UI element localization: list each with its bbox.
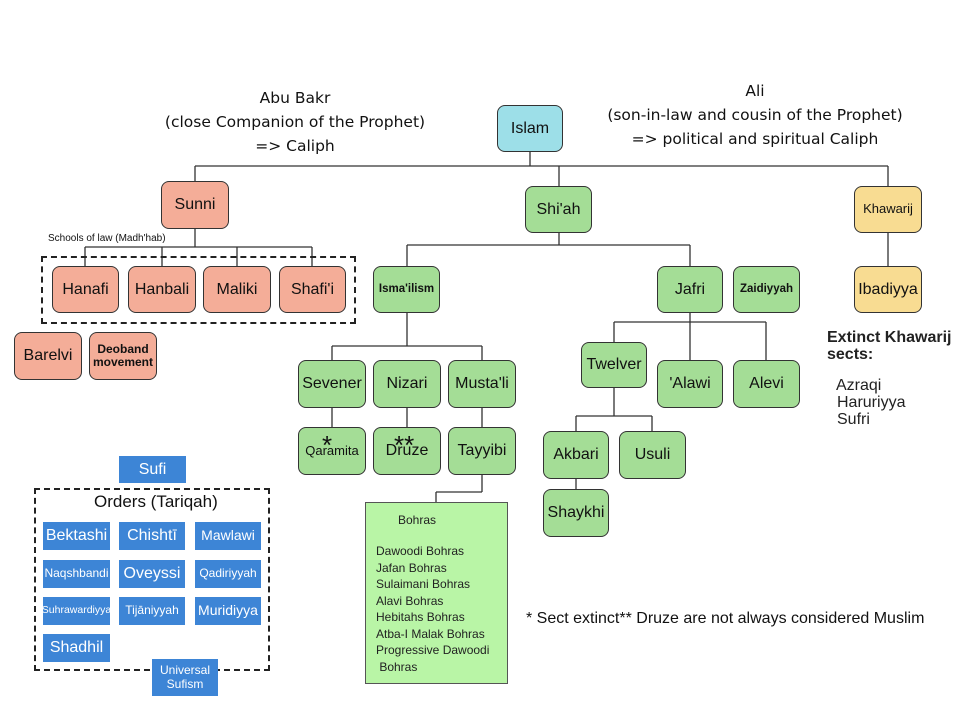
caption-abu-bakr-title: => Caliph	[255, 137, 335, 155]
order-bektashi: Bektashi	[43, 522, 110, 550]
order-mawlawi: Mawlawi	[195, 522, 261, 550]
caption-ali-name: Ali	[745, 82, 765, 100]
bohras-item: Progressive Dawoodi	[376, 643, 490, 657]
caption-abu-bakr: Abu Bakr (close Companion of the Prophet…	[120, 86, 470, 158]
caption-abu-bakr-role: (close Companion of the Prophet)	[164, 113, 426, 131]
extinct-marker: *	[322, 430, 333, 460]
orders-label: Orders (Tariqah)	[94, 492, 218, 511]
node-ibadiyya: Ibadiyya	[854, 266, 922, 313]
node-hanafi: Hanafi	[52, 266, 119, 313]
caption-ali: Ali (son-in-law and cousin of the Prophe…	[555, 79, 955, 151]
order-naqshbandi: Naqshbandi	[43, 560, 110, 588]
node-universal-sufism: Universal Sufism	[152, 659, 218, 696]
extinct-khawarij-title-line: sects:	[827, 345, 874, 363]
bohras-box: Bohras Dawoodi Bohras Jafan Bohras Sulai…	[365, 502, 508, 684]
node-hanbali: Hanbali	[128, 266, 196, 313]
node-twelver: Twelver	[581, 342, 647, 388]
schools-dashed-box	[41, 256, 356, 324]
extinct-sect: Haruriyya	[837, 393, 906, 411]
order-tijaniyyah: Tijāniyyah	[119, 597, 185, 625]
node-shaykhi: Shaykhi	[543, 489, 609, 537]
extinct-khawarij-title-line: Extinct Khawarij	[827, 329, 952, 346]
order-muridiyya: Muridiyya	[195, 597, 261, 625]
node-sunni: Sunni	[161, 181, 229, 229]
extinct-khawarij-list: Azraqi Haruriyya Sufri	[836, 377, 906, 428]
order-chishti: Chishtī	[119, 522, 185, 550]
node-islam: Islam	[497, 105, 563, 152]
bohras-item: Jafan Bohras	[376, 560, 447, 575]
node-akbari: Akbari	[543, 431, 609, 479]
node-maliki: Maliki	[203, 266, 271, 313]
node-khawarij: Khawarij	[854, 186, 922, 233]
order-suhrawardiyya: Suhrawardiyya	[42, 597, 111, 625]
node-shiah: Shi'ah	[525, 186, 592, 233]
node-tayyibi: Tayyibi	[448, 427, 516, 475]
node-jafri: Jafri	[657, 266, 723, 313]
node-alawi: 'Alawi	[657, 360, 723, 408]
bohras-item: Atba-I Malak Bohras	[376, 626, 485, 641]
node-barelvi: Barelvi	[14, 332, 82, 380]
node-zaidiyyah: Zaidiyyah	[733, 266, 800, 313]
caption-ali-title: => political and spiritual Caliph	[631, 130, 879, 148]
bohras-title: Bohras	[398, 513, 437, 527]
bohras-item: Sulaimani Bohras	[376, 577, 471, 591]
node-qaramita: Qaramita	[298, 427, 366, 475]
node-alevi: Alevi	[733, 360, 800, 408]
bohras-item: Dawoodi Bohras	[376, 544, 465, 558]
order-oveyssi: Oveyssi	[119, 560, 185, 588]
schools-of-law-label: Schools of law (Madh'hab)	[48, 233, 169, 245]
extinct-khawarij-title: Extinct Khawarij sects:	[827, 329, 952, 364]
caption-abu-bakr-name: Abu Bakr	[259, 89, 331, 107]
node-deoband: Deoband movement	[89, 332, 157, 380]
node-druze: Druze	[373, 427, 441, 475]
node-nizari: Nizari	[373, 360, 441, 408]
footnote: * Sect extinct** Druze are not always co…	[526, 610, 925, 627]
node-shafii: Shafi'i	[279, 266, 346, 313]
node-usuli: Usuli	[619, 431, 686, 479]
extinct-sect: Azraqi	[836, 377, 882, 394]
extinct-sect: Sufri	[837, 410, 870, 428]
node-ismailism: Isma'ilism	[373, 266, 440, 313]
order-qadiriyyah: Qadiriyyah	[195, 560, 261, 588]
caption-ali-role: (son-in-law and cousin of the Prophet)	[607, 106, 903, 124]
druze-marker: **	[394, 430, 415, 460]
order-shadhil: Shadhil	[43, 634, 110, 662]
node-sevener: Sevener	[298, 360, 366, 408]
bohras-item: Bohras	[376, 659, 418, 674]
node-mustali: Musta'li	[448, 360, 516, 408]
node-sufi: Sufi	[119, 456, 186, 483]
bohras-item: Hebitahs Bohras	[376, 610, 465, 624]
bohras-item: Alavi Bohras	[376, 593, 444, 608]
